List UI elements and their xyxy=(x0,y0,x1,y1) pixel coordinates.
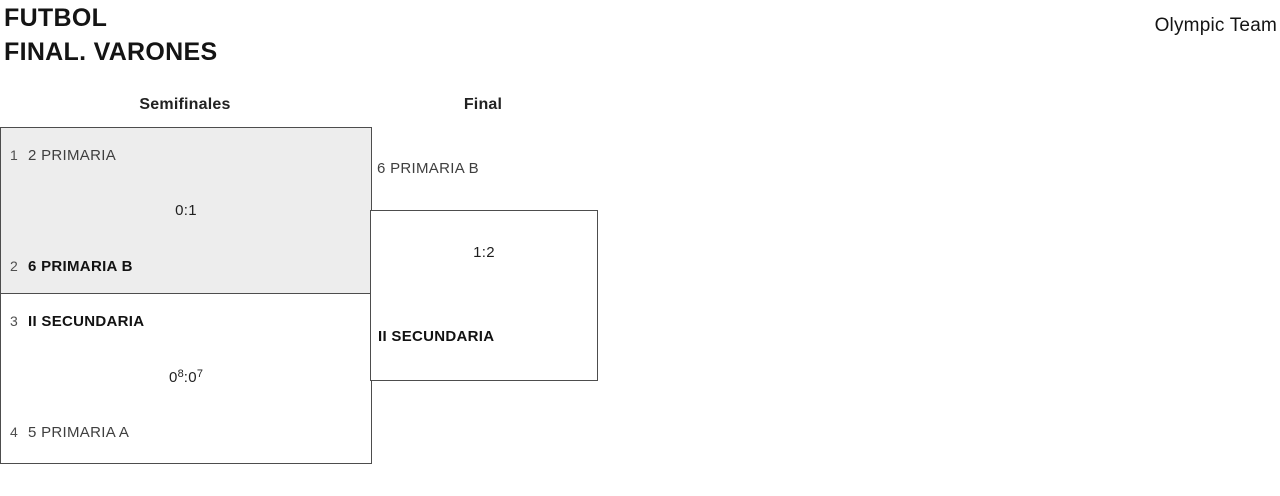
match-score: 0:1 xyxy=(175,202,197,219)
score-right: 0 xyxy=(188,369,197,386)
final-team-top-label: 6 PRIMARIA B xyxy=(377,160,479,177)
seed-number: 2 xyxy=(10,258,18,274)
team-name: 2 PRIMARIA xyxy=(28,147,117,164)
round-header-final: Final xyxy=(463,96,503,113)
match-semifinal-2[interactable]: 3 II SECUNDARIA 08:07 4 5 PRIMARIA A xyxy=(0,293,372,464)
match-score: 1:2 xyxy=(473,244,495,261)
score-left: 0 xyxy=(168,369,178,386)
title-line-2: FINAL. VARONES xyxy=(4,38,218,66)
match-row-team-bottom: 2 6 PRIMARIA B xyxy=(10,258,362,275)
team-name: 5 PRIMARIA A xyxy=(28,424,130,441)
score-separator: : xyxy=(183,369,189,386)
page-title: FUTBOL FINAL. VARONES xyxy=(4,1,217,69)
score-left-superscript: 8 xyxy=(177,368,184,380)
match-score-penalties: 08:07 xyxy=(1,368,371,386)
seed-number: 3 xyxy=(10,313,18,329)
match-row-team-bottom: II SECUNDARIA xyxy=(378,328,588,345)
team-name-winner: II SECUNDARIA xyxy=(378,328,495,345)
match-final[interactable]: 1:2 II SECUNDARIA xyxy=(370,210,598,381)
organization-label: Olympic Team xyxy=(1154,15,1277,36)
team-name-winner: 6 PRIMARIA B xyxy=(28,258,133,275)
seed-number: 4 xyxy=(10,424,18,440)
seed-number: 1 xyxy=(10,147,18,163)
match-semifinal-1[interactable]: 1 2 PRIMARIA 0:1 2 6 PRIMARIA B xyxy=(0,127,372,296)
match-row-team-top: 3 II SECUNDARIA xyxy=(10,313,362,330)
round-header-semifinals: Semifinales xyxy=(139,96,231,113)
match-row-team-bottom: 4 5 PRIMARIA A xyxy=(10,424,362,441)
match-row-team-top: 1 2 PRIMARIA xyxy=(10,147,362,164)
score-right-superscript: 7 xyxy=(196,368,204,380)
team-name-winner: II SECUNDARIA xyxy=(28,313,145,330)
title-line-1: FUTBOL xyxy=(4,4,108,32)
